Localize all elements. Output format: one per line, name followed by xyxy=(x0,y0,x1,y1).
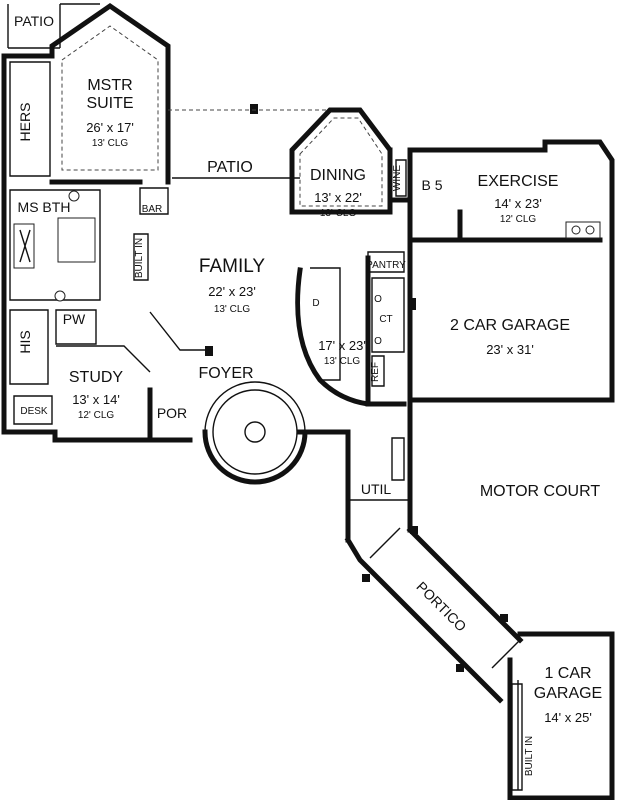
desk-label: DESK xyxy=(20,406,48,417)
kitchen-oven-label-2: O xyxy=(374,336,382,347)
built-in-family-label: BUILT IN xyxy=(134,238,145,278)
kitchen-oven-label-1: O xyxy=(374,294,382,305)
foyer-label: FOYER xyxy=(198,365,253,382)
portico-label: PORTICO xyxy=(413,578,469,634)
kitchen-ref-label: REF xyxy=(370,362,381,382)
garage2-label: 2 CAR GARAGE xyxy=(450,317,570,334)
master-suite-size: 26' x 17' xyxy=(86,120,134,135)
kitchen-ceiling: 13' CLG xyxy=(324,356,361,367)
study-ceiling: 12' CLG xyxy=(78,410,115,421)
master-suite-label-1: MSTR xyxy=(87,77,132,94)
his-label: HIS xyxy=(17,330,33,353)
hers-label: HERS xyxy=(17,103,33,142)
util-label: UTIL xyxy=(361,481,392,497)
por-label: POR xyxy=(157,405,187,421)
room-labels: PATIO MSTR SUITE 26' x 17' 13' CLG HERS … xyxy=(14,13,602,776)
family-size: 22' x 23' xyxy=(208,284,256,299)
interior-partitions xyxy=(9,61,601,791)
study-size: 13' x 14' xyxy=(72,392,120,407)
pantry-label: PANTRY xyxy=(366,260,406,271)
master-suite-label-2: SUITE xyxy=(86,95,133,112)
ms-bath-label: MS BTH xyxy=(18,199,71,215)
exercise-size: 14' x 23' xyxy=(494,196,542,211)
bar-label: BAR xyxy=(142,204,163,215)
patio-mid-label: PATIO xyxy=(207,159,253,176)
study-label: STUDY xyxy=(69,369,124,386)
bath5-label: B 5 xyxy=(421,177,442,193)
exercise-ceiling: 12' CLG xyxy=(500,214,537,225)
pw-label: PW xyxy=(63,311,86,327)
garage1-size: 14' x 25' xyxy=(544,710,592,725)
family-label: FAMILY xyxy=(199,256,265,277)
dining-size: 13' x 22' xyxy=(314,190,362,205)
patio-top-label: PATIO xyxy=(14,13,54,29)
kitchen-size: 17' x 23' xyxy=(318,338,366,353)
exercise-label: EXERCISE xyxy=(478,173,559,190)
master-suite-ceiling: 13' CLG xyxy=(92,138,129,149)
wine-label: WINE xyxy=(392,165,403,191)
garage1-label-2: GARAGE xyxy=(534,685,602,702)
garage2-size: 23' x 31' xyxy=(486,342,534,357)
dining-label: DINING xyxy=(310,167,366,184)
garage1-label-1: 1 CAR xyxy=(544,665,591,682)
dining-ceiling: 13' CLG xyxy=(320,208,357,219)
motor-court-label: MOTOR COURT xyxy=(480,483,601,500)
built-in-garage-label: BUILT IN xyxy=(524,736,535,776)
family-ceiling: 13' CLG xyxy=(214,304,251,315)
kitchen-range-label: D xyxy=(312,298,319,309)
kitchen-island-label: CT xyxy=(379,314,392,325)
